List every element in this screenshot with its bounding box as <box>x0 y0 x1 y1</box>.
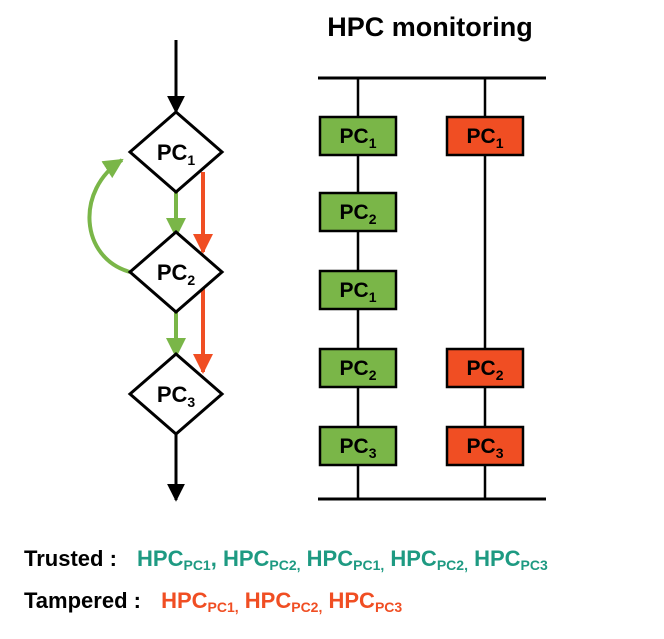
legend-tampered-label: Tampered : <box>24 588 141 613</box>
node-pc1-sub: 1 <box>187 152 195 168</box>
node-pc2: PC2 <box>127 230 225 314</box>
legend-trusted-sequence: HPCPC1, HPCPC2, HPCPC1, HPCPC2, HPCPC3 <box>137 546 548 573</box>
svg-text:PC1: PC1 <box>467 125 504 151</box>
node-pc3: PC3 <box>127 352 225 436</box>
tampered-box-1-label: PC <box>467 125 496 148</box>
tampered-seq-item-sub: PC2, <box>291 599 323 615</box>
tampered-seq-item-base: HPC <box>328 588 375 613</box>
trusted-seq-item-sub: PC3 <box>520 557 548 573</box>
tampered-seq-item-base: HPC <box>244 588 292 613</box>
trusted-box-1: PC1 <box>318 115 398 157</box>
node-pc3-label: PC <box>157 382 188 407</box>
trusted-seq-item-sub: PC1, <box>353 557 385 573</box>
legend-trusted: Trusted : HPCPC1, HPCPC2, HPCPC1, HPCPC2… <box>24 546 548 573</box>
tampered-seq-item-3: HPCPC3 <box>328 588 403 615</box>
svg-text:PC2: PC2 <box>340 357 377 383</box>
diagram-title: HPC monitoring <box>327 12 532 42</box>
svg-text:PC3: PC3 <box>157 382 196 410</box>
tampered-box-3-sub: 3 <box>496 445 504 461</box>
trusted-box-3: PC1 <box>318 269 398 311</box>
svg-text:PC2: PC2 <box>467 357 504 383</box>
trusted-box-1-sub: 1 <box>369 135 377 151</box>
tampered-box-2: PC2 <box>445 347 525 389</box>
svg-text:PC2: PC2 <box>157 260 196 288</box>
trusted-seq-item-base: HPC <box>390 546 437 571</box>
trusted-seq-item-base: HPC <box>222 546 270 571</box>
trusted-box-3-label: PC <box>340 279 369 302</box>
node-pc1: PC1 <box>127 110 225 194</box>
node-pc1-label: PC <box>157 140 188 165</box>
trusted-seq-item-sub: PC2, <box>436 557 468 573</box>
tampered-box-1: PC1 <box>445 115 525 157</box>
svg-text:PC3: PC3 <box>467 435 504 461</box>
trusted-box-2: PC2 <box>318 191 398 233</box>
trusted-box-2-label: PC <box>340 201 369 224</box>
svg-text:PC3: PC3 <box>340 435 377 461</box>
trusted-seq-item-sep: , <box>210 546 217 571</box>
trusted-seq-item-sub: PC2, <box>269 557 301 573</box>
edge-trusted-loop-pc2-pc1 <box>87 158 131 274</box>
node-pc2-label: PC <box>157 260 188 285</box>
tampered-seq-item-sub: PC1, <box>207 599 239 615</box>
tampered-box-3: PC3 <box>445 425 525 467</box>
diagram-canvas: HPC monitoring PC1 <box>87 12 546 502</box>
tampered-box-3-label: PC <box>467 435 496 458</box>
trusted-box-5-label: PC <box>340 435 369 458</box>
tampered-seq-item-sub: PC3 <box>374 599 403 615</box>
trusted-seq-item-4: HPCPC2, <box>390 546 468 573</box>
trusted-seq-item-1: HPCPC1, <box>137 546 217 573</box>
trusted-box-4: PC2 <box>318 347 398 389</box>
svg-text:PC2: PC2 <box>340 201 377 227</box>
legend-trusted-label: Trusted : <box>24 546 117 571</box>
svg-text:PC1: PC1 <box>157 140 196 168</box>
legend-tampered-sequence: HPCPC1, HPCPC2, HPCPC3 <box>161 588 403 615</box>
svg-text:PC1: PC1 <box>340 279 377 305</box>
trusted-seq-item-base: HPC <box>306 546 354 571</box>
trusted-box-2-sub: 2 <box>369 211 377 227</box>
trusted-box-5: PC3 <box>318 425 398 467</box>
trusted-box-4-label: PC <box>340 357 369 380</box>
tampered-box-2-label: PC <box>467 357 496 380</box>
trusted-seq-item-2: HPCPC2, <box>222 546 301 573</box>
tampered-box-2-sub: 2 <box>496 367 504 383</box>
svg-text:PC1: PC1 <box>340 125 377 151</box>
legend-tampered: Tampered : HPCPC1, HPCPC2, HPCPC3 <box>24 588 402 615</box>
trusted-box-3-sub: 1 <box>369 289 377 305</box>
trusted-seq-item-base: HPC <box>474 546 521 571</box>
trusted-box-1-label: PC <box>340 125 369 148</box>
trusted-seq-item-base: HPC <box>137 546 184 571</box>
tampered-seq-item-1: HPCPC1, <box>161 588 239 615</box>
trusted-box-5-sub: 3 <box>369 445 377 461</box>
control-flow-graph: PC1 PC2 PC3 <box>87 40 225 502</box>
trusted-seq-item-sub: PC1 <box>183 557 211 573</box>
tampered-seq-item-2: HPCPC2, <box>244 588 323 615</box>
node-pc2-sub: 2 <box>187 272 195 288</box>
trusted-seq-item-3: HPCPC1, <box>306 546 385 573</box>
trusted-box-4-sub: 2 <box>369 367 377 383</box>
tampered-seq-item-base: HPC <box>161 588 208 613</box>
trusted-seq-item-5: HPCPC3 <box>474 546 548 573</box>
tampered-box-1-sub: 1 <box>496 135 504 151</box>
node-pc3-sub: 3 <box>187 394 195 410</box>
